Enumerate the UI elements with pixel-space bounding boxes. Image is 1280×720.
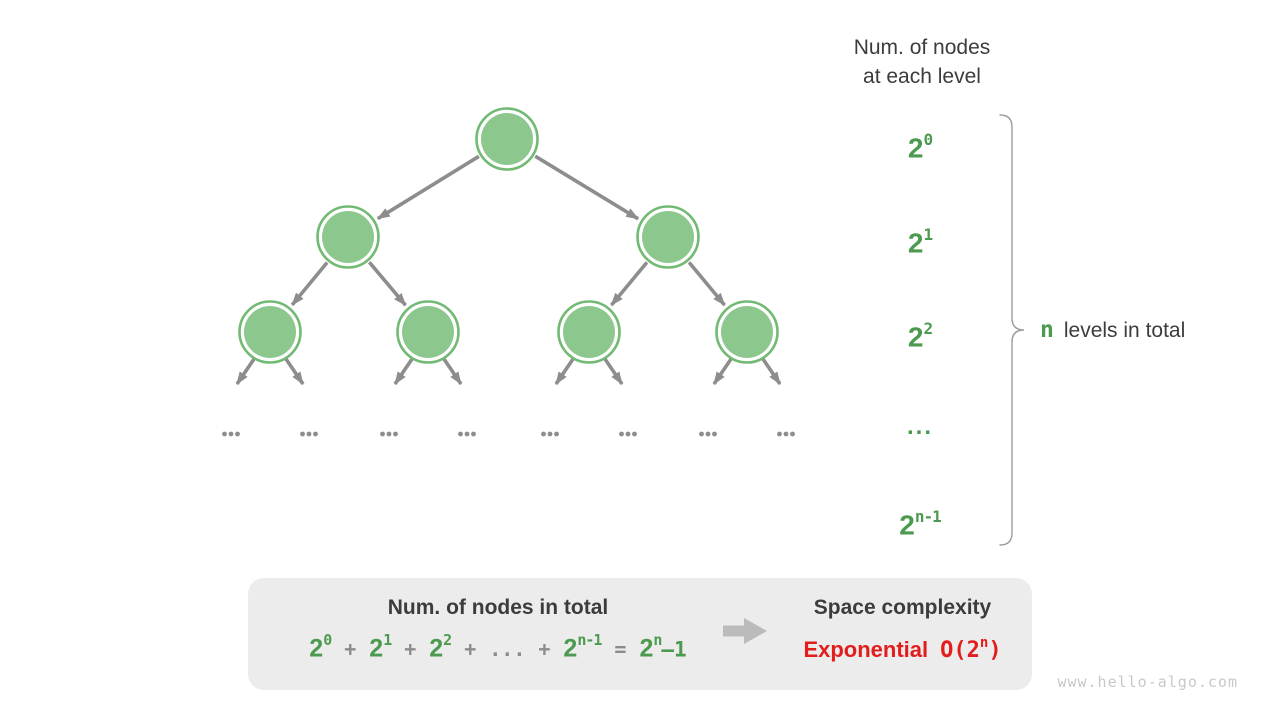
plus-sign: + [538, 637, 551, 662]
term-2-1: 21 [369, 631, 392, 663]
tree-continuation-arrow [284, 357, 305, 386]
header-line-2: at each level [863, 65, 981, 88]
tree-edge-arrow [610, 261, 649, 307]
ellipsis-dots [393, 431, 398, 437]
ellipsis-dots [554, 431, 559, 437]
tree-edge-arrow [290, 261, 329, 307]
flow-arrow-icon [723, 618, 767, 649]
ellipsis-dots [380, 431, 385, 437]
tree-edge-arrow [376, 154, 480, 221]
ellipsis-dots [705, 431, 711, 437]
term-2-n-1: 2n-1 [563, 631, 602, 663]
ellipsis-dots [386, 431, 392, 437]
ellipsis-dots [464, 431, 470, 437]
ellipsis: ... [489, 637, 526, 662]
complexity-name: Exponential [803, 637, 929, 663]
level-count-label-2: 22 [907, 319, 933, 353]
tree-edge-arrow [367, 261, 407, 307]
ellipsis-dots [632, 431, 637, 437]
tree-node [402, 306, 454, 358]
ellipsis-dots [547, 431, 553, 437]
plus-sign: + [464, 637, 477, 662]
term-2-0: 20 [309, 631, 332, 663]
space-complexity-title: Space complexity [813, 596, 992, 619]
tree-continuation-arrow [442, 357, 463, 386]
tree-continuation-arrow [554, 357, 575, 386]
ellipsis-dots [619, 431, 624, 437]
ellipsis-dots [783, 431, 789, 437]
right-column-header: Num. of nodes at each level [812, 33, 1032, 91]
result-term: 2n–1 [639, 631, 687, 663]
plus-sign: + [344, 637, 357, 662]
ellipsis-dots [228, 431, 234, 437]
term-2-2: 22 [429, 631, 452, 663]
ellipsis-dots [222, 431, 227, 437]
tree-continuation-arrow [603, 357, 624, 386]
tree-node [244, 306, 296, 358]
watermark: www.hello-algo.com [1057, 673, 1238, 691]
tree-continuation-arrow [235, 357, 256, 386]
levels-total-text: levels in total [1063, 319, 1186, 342]
tree-continuation-arrow [761, 357, 782, 386]
tree-edge-arrow [687, 261, 726, 307]
tree-node [563, 306, 615, 358]
geometric-series-formula: 20 + 21 + 22 + ... + 2n-1 = 2n–1 [278, 631, 718, 663]
ellipsis-dots [235, 431, 240, 437]
tree-continuation-arrow [712, 357, 733, 386]
tree-node [642, 211, 694, 263]
tree-edge-arrow [534, 154, 640, 221]
ellipsis-dots [625, 431, 631, 437]
tree-node [721, 306, 773, 358]
equals-sign: = [614, 637, 627, 662]
ellipsis-dots [458, 431, 463, 437]
level-count-label-last: 2n-1 [899, 507, 941, 541]
ellipsis-dots [471, 431, 476, 437]
level-count-label-0: 20 [907, 130, 933, 164]
ellipsis-dots [300, 431, 305, 437]
ellipsis-dots [790, 431, 795, 437]
ellipsis-dots [541, 431, 546, 437]
level-count-label-1: 21 [907, 225, 933, 259]
total-nodes-title: Num. of nodes in total [387, 596, 609, 619]
big-o-notation: O(2n) [940, 635, 1002, 664]
ellipsis-dots [712, 431, 717, 437]
tree-node [322, 211, 374, 263]
tree-continuation-arrow [393, 357, 414, 386]
ellipsis-dots [313, 431, 318, 437]
ellipsis-dots [777, 431, 782, 437]
plus-sign: + [404, 637, 417, 662]
levels-total-label: n levels in total [1040, 317, 1185, 343]
level-count-label-ellipsis: ... [906, 413, 933, 440]
tree-node [481, 113, 533, 165]
complexity-value: Exponential O(2n) [780, 635, 1025, 664]
header-line-1: Num. of nodes [853, 36, 991, 59]
ellipsis-dots [306, 431, 312, 437]
n-symbol: n [1040, 317, 1054, 343]
summary-box [248, 578, 1032, 690]
ellipsis-dots [699, 431, 704, 437]
curly-brace-icon [998, 112, 1030, 552]
